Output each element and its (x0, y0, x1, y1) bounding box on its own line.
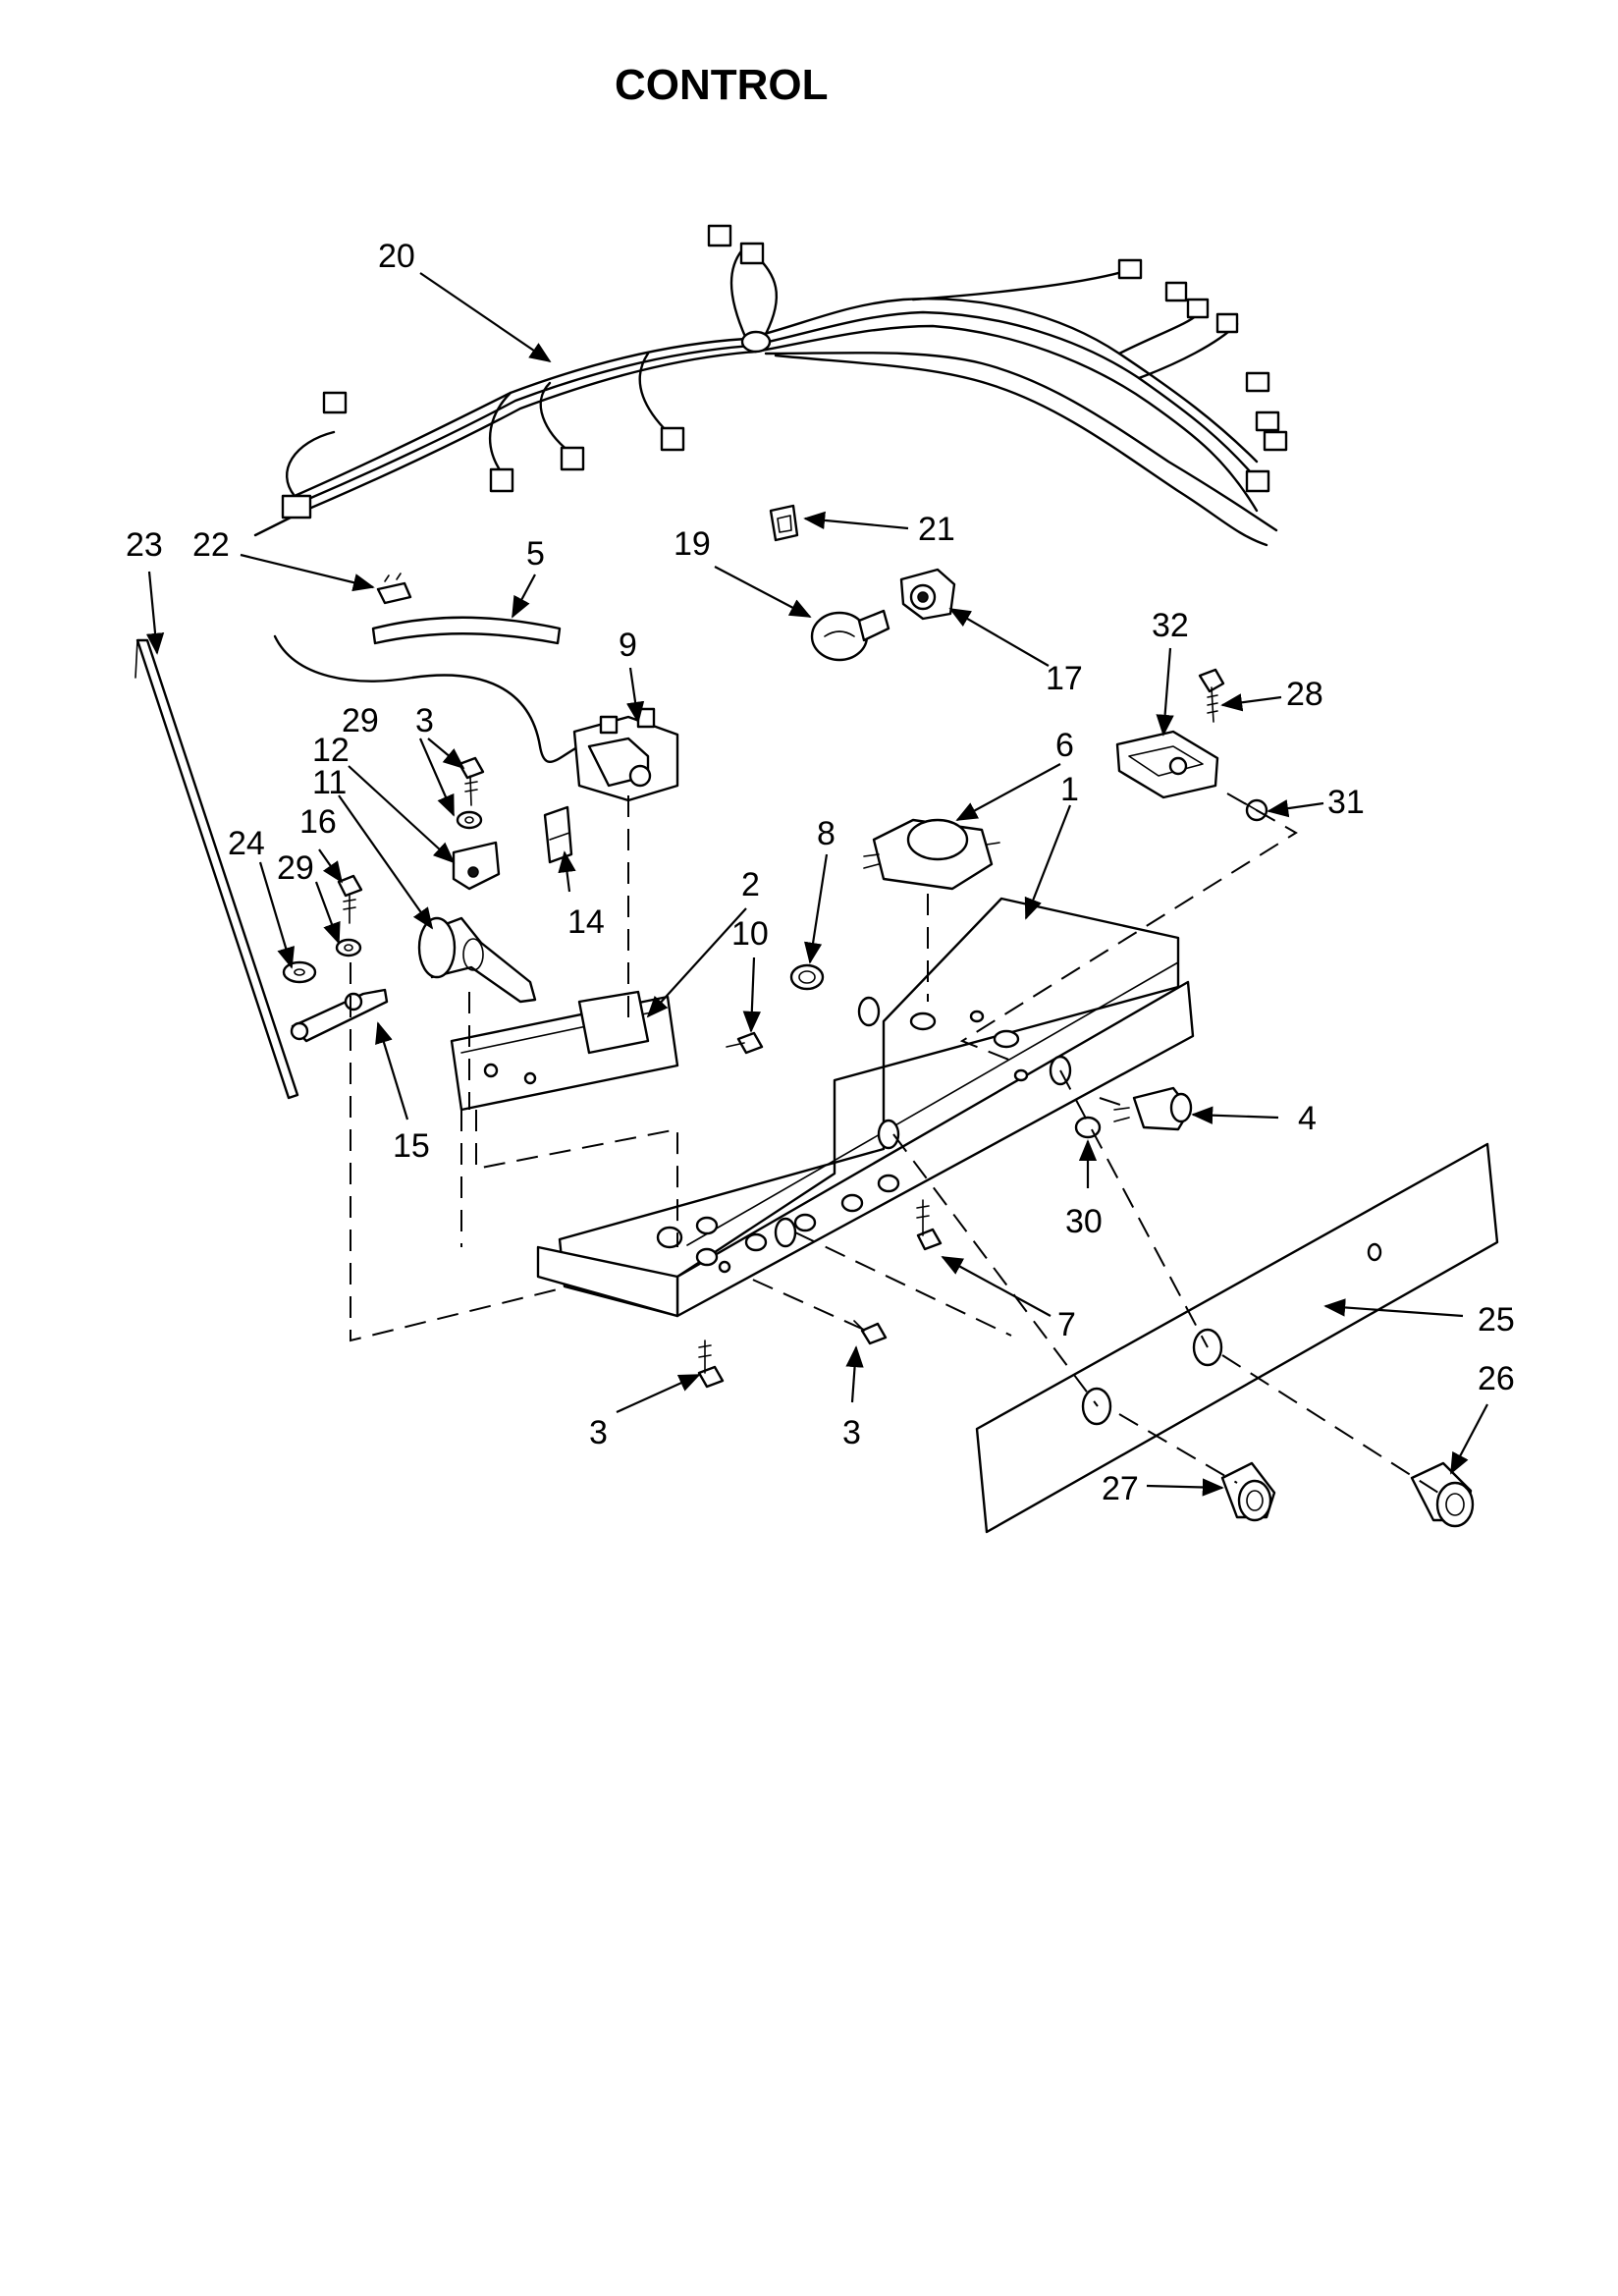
callout-8: 8 (817, 815, 836, 852)
callout-7: 7 (1057, 1306, 1076, 1343)
callout-11: 11 (312, 764, 347, 801)
callout-32: 32 (1152, 607, 1189, 644)
callout-6: 6 (1055, 727, 1074, 764)
callout-2: 2 (741, 866, 760, 903)
bracket-part-14 (543, 805, 573, 864)
rod-part-23 (135, 638, 299, 1100)
callout-3-upper: 3 (415, 702, 434, 739)
callout-29-lower: 29 (277, 849, 314, 887)
callout-21: 21 (918, 511, 955, 548)
callout-28: 28 (1286, 676, 1323, 713)
screw-part-7 (916, 1199, 943, 1251)
callout-1: 1 (1060, 771, 1079, 808)
callout-labels: 20 21 19 17 23 22 5 9 32 28 31 29 3 12 1… (126, 238, 1515, 1507)
callout-30: 30 (1065, 1203, 1103, 1240)
callout-10: 10 (731, 915, 769, 953)
bracket-part-12 (452, 841, 501, 891)
callout-26: 26 (1478, 1360, 1515, 1397)
screw-part-10 (726, 1031, 764, 1055)
callout-19: 19 (674, 525, 711, 563)
callout-3-lower-right: 3 (842, 1414, 861, 1451)
tube-part-5 (371, 616, 562, 645)
switch-part-4 (1113, 1086, 1193, 1131)
lever-part-15 (290, 988, 389, 1043)
washer-part-24 (282, 960, 317, 984)
callout-9: 9 (619, 627, 637, 664)
knob-part-27 (1220, 1461, 1276, 1522)
callout-20: 20 (378, 238, 415, 275)
control-module-part-6 (863, 818, 1000, 891)
screw-part-3-upper (458, 756, 485, 806)
lamp-socket-part-17 (899, 568, 956, 621)
control-housing-part-1 (536, 897, 1195, 1318)
callout-15: 15 (393, 1127, 430, 1165)
callout-22: 22 (192, 526, 230, 564)
callout-12: 12 (312, 732, 350, 769)
thermostat-part-9 (273, 634, 679, 802)
callout-14: 14 (567, 903, 605, 941)
callout-29-upper: 29 (342, 702, 379, 739)
callout-17: 17 (1046, 660, 1083, 697)
callout-31: 31 (1327, 784, 1365, 821)
washer-part-29-lower (335, 938, 362, 957)
knob-part-26 (1410, 1461, 1475, 1528)
clip-part-21 (769, 504, 799, 542)
callout-5: 5 (526, 535, 545, 573)
callout-25: 25 (1478, 1301, 1515, 1339)
mounting-bracket-part-2 (450, 990, 679, 1112)
diagram-title: CONTROL (615, 61, 829, 109)
screw-part-3-lower-right (853, 1320, 888, 1345)
screw-part-3-lower-left (697, 1339, 725, 1389)
washer-part-29-upper (456, 810, 483, 830)
switch-part-32 (1115, 730, 1219, 799)
clip-part-22 (376, 573, 412, 605)
shaft-part-11 (417, 916, 537, 1004)
screw-part-28 (1198, 668, 1225, 723)
lamp-holder-part-8 (789, 963, 825, 991)
callout-27: 27 (1102, 1470, 1139, 1507)
callout-4: 4 (1298, 1100, 1317, 1137)
light-bulb-part-19 (810, 609, 890, 662)
screw-part-16 (337, 874, 363, 924)
alignment-lines (350, 793, 1439, 1494)
callout-23: 23 (126, 526, 163, 564)
callout-16: 16 (299, 803, 337, 841)
wire-harness-part-20 (253, 224, 1288, 547)
callout-24: 24 (228, 825, 265, 862)
callout-3-lower-left: 3 (589, 1414, 608, 1451)
button-part-30 (1074, 1116, 1102, 1139)
leader-arrows (145, 272, 1488, 1497)
